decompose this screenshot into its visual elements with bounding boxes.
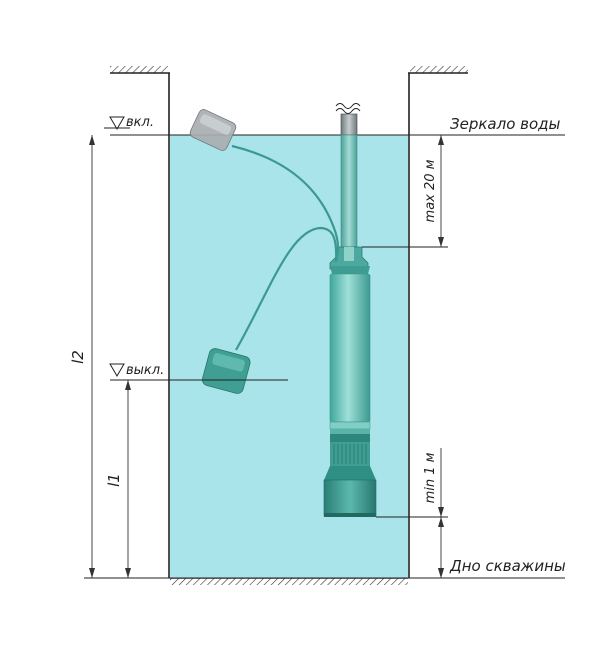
submersible-pump <box>323 246 377 517</box>
delivery-pipe <box>335 103 361 248</box>
float-switch-off <box>202 348 251 394</box>
dimension-min-clearance: min 1 м <box>376 448 448 578</box>
dimension-l1: l1 <box>105 380 131 578</box>
ground-left <box>110 66 170 74</box>
l1-label: l1 <box>105 473 123 487</box>
ground-bottom <box>170 577 408 585</box>
on-level-label: вкл. <box>126 115 154 130</box>
water-surface-label: Зеркало воды <box>450 115 561 133</box>
off-level-label: выкл. <box>126 363 164 378</box>
dimension-l2: l2 <box>69 135 95 578</box>
off-level-marker: выкл. <box>109 363 288 381</box>
l2-label: l2 <box>69 350 87 364</box>
min-clearance-label: min 1 м <box>423 452 438 503</box>
on-level-marker: вкл. <box>104 115 154 130</box>
dimension-max-depth: max 20 м <box>362 135 448 248</box>
float-switch-on <box>189 109 237 151</box>
float-on-cable <box>231 144 340 263</box>
max-depth-label: max 20 м <box>423 159 438 222</box>
well-bottom-label: Дно скважины <box>449 557 566 575</box>
float-off-cable <box>235 226 338 351</box>
ground-right <box>408 66 468 74</box>
